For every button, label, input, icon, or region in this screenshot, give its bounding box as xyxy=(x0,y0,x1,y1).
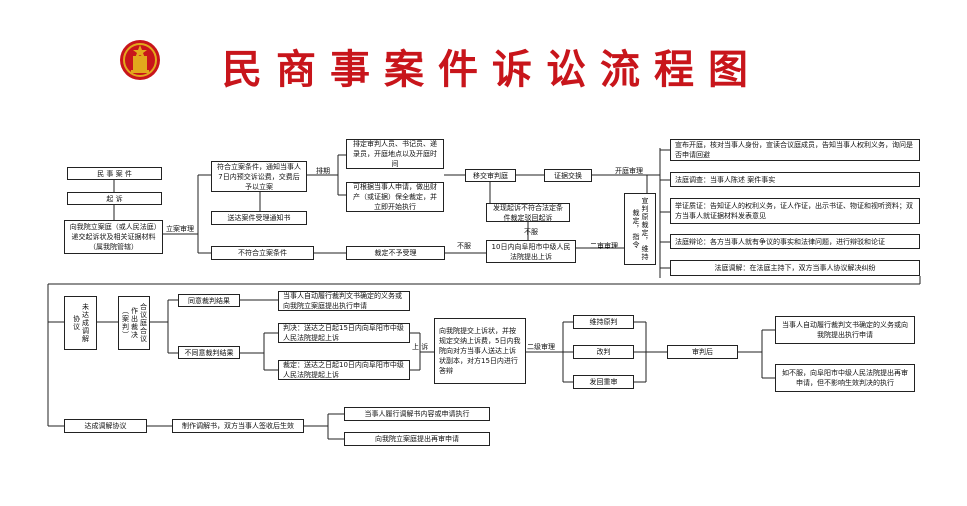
label-open-trial: 开庭审理 xyxy=(615,167,643,175)
node-meet-conditions: 符合立案条件，通知当事人7日内预交诉讼费，交费后予以立案 xyxy=(211,161,307,192)
node-submit-appeal: 向我院提交上诉状，并按规定交纳上诉费，5日内我院向对方当事人送达上诉状副本，对方… xyxy=(434,318,526,384)
node-appeal-city: 10日内向阜阳市中级人民法院提出上诉 xyxy=(486,240,576,263)
node-civil-case: 民 事 案 件 xyxy=(67,167,162,180)
node-collegial-vertical: 合议庭合议作出裁决（案判） xyxy=(118,296,150,350)
node-disagree-result: 不同意裁判结果 xyxy=(178,346,240,359)
node-exec-2: 当事人自动履行裁判文书确定的义务或向我院提出执行申请 xyxy=(775,316,915,344)
node-agree-result: 同意裁判结果 xyxy=(178,294,240,307)
node-uphold: 维持原判 xyxy=(573,315,634,329)
node-investigation: 法庭调查：当事人陈述 案件事实 xyxy=(670,172,920,187)
node-retrial: 如不服，向阜阳市中级人民法院提出再审申请，但不影响生效判决的执行 xyxy=(775,364,915,392)
node-exec-3: 当事人履行调解书内容或申请执行 xyxy=(344,407,490,421)
node-transfer: 移交审判庭 xyxy=(465,169,516,182)
node-not-meet: 不符合立案条件 xyxy=(211,246,314,260)
node-court-open: 宣布开庭，核对当事人身份，宣读合议庭成员，告知当事人权利义务，询问是否申请回避 xyxy=(670,139,920,161)
page-title: 民商事案件诉讼流程图 xyxy=(222,46,762,93)
node-evidence: 证据交换 xyxy=(544,169,592,182)
node-agree-exec: 当事人自动履行裁判文书确定的义务或向我院立案庭提出执行申请 xyxy=(278,291,410,311)
node-judgment-appeal: 判决：送达之日起15日内向阜阳市中级人民法院提起上诉 xyxy=(278,323,410,343)
node-remand: 发回重审 xyxy=(573,375,634,389)
node-after-trial: 审判后 xyxy=(667,345,738,359)
node-judgment-vertical: 宣判原裁定，维持裁定，指令 xyxy=(624,193,656,265)
label-no-appeal-2: 不服 xyxy=(457,242,471,250)
node-sue: 起 诉 xyxy=(67,192,162,205)
node-send-notice: 送达案件受理通知书 xyxy=(211,211,307,225)
court-emblem-icon xyxy=(120,40,160,80)
label-schedule: 排期 xyxy=(316,167,330,175)
node-no-agreement-vertical: 未达成调解协议 xyxy=(64,296,97,350)
node-file-case: 向我院立案庭（或人民法庭）递交起诉状及相关证据材料（属我院管辖） xyxy=(64,220,163,254)
label-second-trial: 二审审理 xyxy=(590,242,618,250)
node-assign-staff: 排定审判人员、书记员、递录员，开庭地点以及开庭时间 xyxy=(346,139,444,169)
label-second-trial-2: 二级审理 xyxy=(527,343,555,351)
node-ruling-appeal: 裁定：送达之日起10日内向阜阳市中级人民法院提起上诉 xyxy=(278,360,410,380)
node-mediation: 法庭调解：在法庭主持下，双方当事人协议解决纠纷 xyxy=(670,260,920,276)
node-make-document: 制作调解书，双方当事人签收后生效 xyxy=(172,419,304,433)
label-appeal: 上 诉 xyxy=(412,343,429,351)
label-no-appeal: 不服 xyxy=(524,228,538,236)
node-retrial-3: 向我院立案庭提出再审申请 xyxy=(344,432,490,446)
node-no-accept: 裁定不予受理 xyxy=(346,246,445,260)
node-proof: 举证质证：告知证人的权利义务，证人作证，出示书证、物证和视听资料；双方当事人就证… xyxy=(670,198,920,224)
label-filing-review: 立案审理 xyxy=(166,225,194,233)
node-change: 改判 xyxy=(573,345,634,359)
node-preservation: 可根据当事人申请，做出财产（或证据）保全裁定，并立即开始执行 xyxy=(346,182,444,212)
node-debate: 法庭辩论：各方当事人就有争议的事实和法律问题，进行辩驳和论证 xyxy=(670,234,920,249)
node-reach-agreement: 达成调解协议 xyxy=(64,419,147,433)
node-dismiss: 发现起诉不符合法定条件裁定驳回起诉 xyxy=(486,203,570,222)
